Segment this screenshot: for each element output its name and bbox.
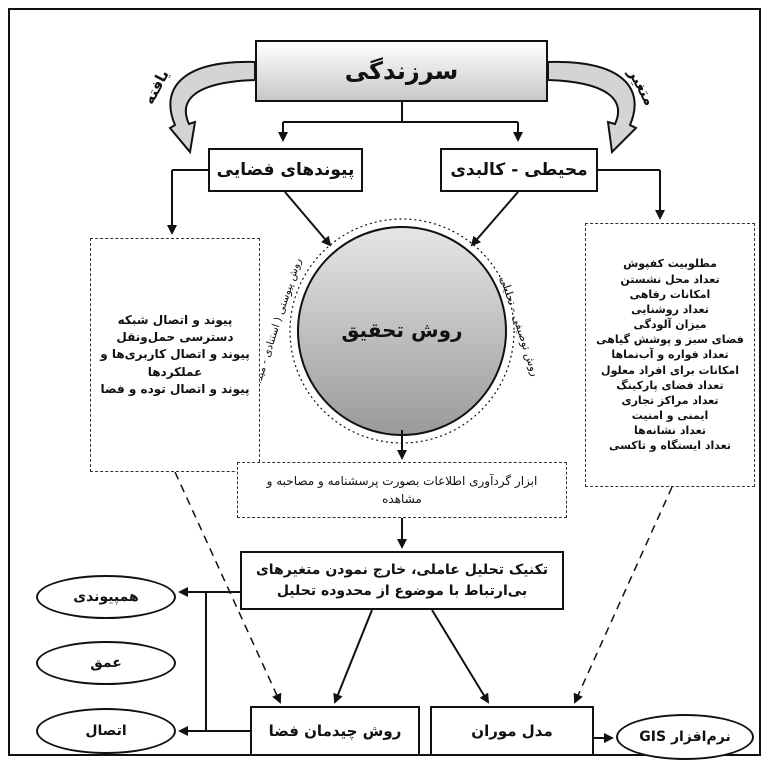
indicator-item: امکانات رفاهی bbox=[629, 287, 711, 301]
indicator-item: تعداد فضای پارکینگ bbox=[616, 378, 724, 392]
indicator-item: تعداد مراکز تجاری bbox=[621, 393, 719, 407]
space-syntax-label: روش چیدمان فضا bbox=[268, 722, 402, 740]
spatial-links-indicators: پیوند و اتصال شبکه دسترسی حمل‌ونقل پیوند… bbox=[90, 238, 260, 472]
spatial-links-label: پیوندهای فضایی bbox=[216, 160, 355, 180]
indicator-item: تعداد فواره و آب‌نماها bbox=[611, 348, 729, 362]
space-syntax-box: روش چیدمان فضا bbox=[250, 706, 420, 756]
indicator-item: ایمنی و امنیت bbox=[631, 409, 709, 423]
integration-label: همپیوندی bbox=[73, 589, 139, 605]
movement-model-label: مدل موران bbox=[471, 722, 553, 740]
vitality-title-box: سرزندگی bbox=[255, 40, 548, 102]
integration-ellipse: همپیوندی bbox=[36, 575, 176, 619]
vitality-title: سرزندگی bbox=[344, 57, 459, 85]
right-curve-arrow bbox=[547, 60, 638, 155]
indicator-item: امکانات برای افراد معلول bbox=[601, 363, 739, 377]
indicator-item: مطلوبیت کفپوش bbox=[623, 257, 717, 271]
method-center-label: روش تحقیق bbox=[341, 318, 463, 342]
indicator-item: پیوند و اتصال کاربری‌ها و عملکردها bbox=[100, 347, 250, 379]
movement-model-box: مدل موران bbox=[430, 706, 594, 756]
indicator-item: پیوند و اتصال توده و فضا bbox=[100, 382, 250, 397]
indicator-item: میزان آلودگی bbox=[633, 318, 707, 332]
connectivity-ellipse: اتصال bbox=[36, 708, 176, 754]
indicator-item: تعداد ایستگاه و تاکسی bbox=[608, 439, 732, 453]
factor-analysis-label: تکنیک تحلیل عاملی، خارج نمودن متغیرهای ب… bbox=[255, 562, 549, 599]
method-center: روش تحقیق bbox=[322, 312, 482, 348]
left-curve-arrow bbox=[168, 60, 256, 155]
connectivity-label: اتصال bbox=[85, 723, 127, 739]
physical-indicators: مطلوبیت کفپوش تعداد محل نشستن امکانات رف… bbox=[585, 223, 755, 487]
data-tools-label: ابزار گردآوری اطلاعات بصورت پرسشنامه و م… bbox=[266, 474, 538, 506]
gis-software-ellipse: نرم‌افزار GIS bbox=[616, 714, 754, 760]
depth-label: عمق bbox=[90, 655, 122, 671]
indicator-item: تعداد روشنایی bbox=[631, 302, 709, 316]
data-tools-box: ابزار گردآوری اطلاعات بصورت پرسشنامه و م… bbox=[237, 462, 567, 518]
indicator-item: فضای سبز و پوشش گیاهی bbox=[596, 333, 744, 347]
indicator-item: دسترسی حمل‌ونقل bbox=[116, 329, 234, 344]
gis-software-label: نرم‌افزار GIS bbox=[639, 729, 731, 745]
indicator-item: تعداد محل نشستن bbox=[620, 272, 720, 286]
physical-environment-box: محیطی - کالبدی bbox=[440, 148, 598, 192]
factor-analysis-box: تکنیک تحلیل عاملی، خارج نمودن متغیرهای ب… bbox=[240, 551, 564, 610]
indicator-item: پیوند و اتصال شبکه bbox=[117, 312, 233, 327]
spatial-links-box: پیوندهای فضایی bbox=[208, 148, 363, 192]
physical-environment-label: محیطی - کالبدی bbox=[450, 160, 588, 180]
depth-ellipse: عمق bbox=[36, 641, 176, 685]
indicator-item: تعداد نشانه‌ها bbox=[634, 424, 706, 438]
